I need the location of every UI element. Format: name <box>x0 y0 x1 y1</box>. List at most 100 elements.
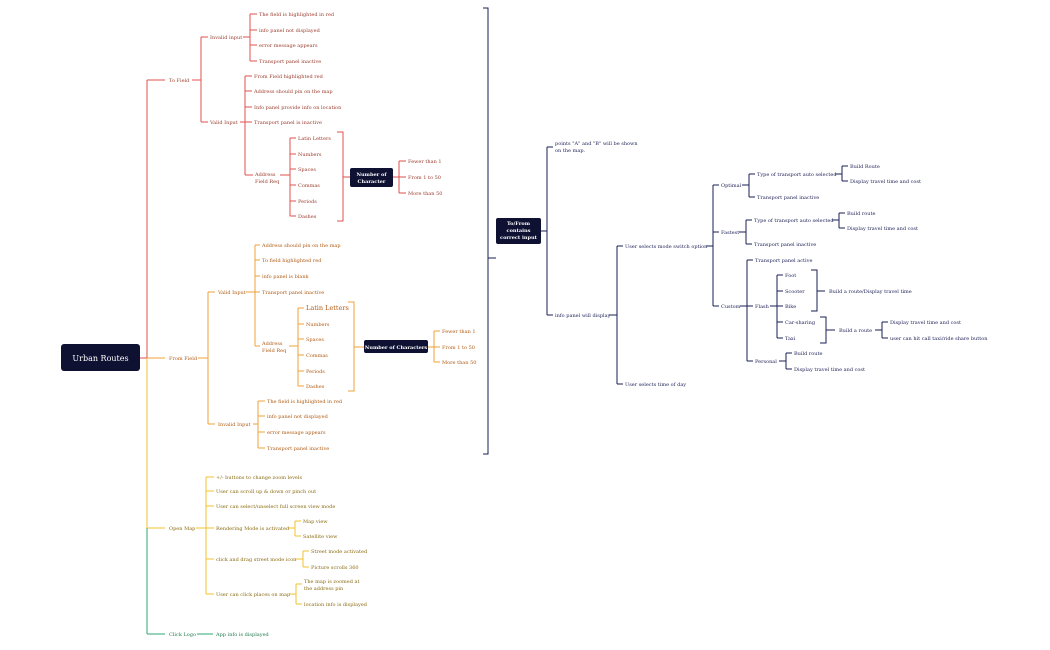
open-map-item: +/- buttons to change zoom levels <box>216 475 302 481</box>
flash-item: Scooter <box>785 289 805 295</box>
from-count-item: From 1 to 50 <box>442 345 475 351</box>
from-count-item: Fewer than 1 <box>442 329 476 335</box>
to-from-correct-input-node[interactable] <box>496 218 541 244</box>
personal-node[interactable]: Personal <box>755 359 777 365</box>
from-char-item: Commas <box>306 353 328 359</box>
to-number-of-character-node[interactable] <box>350 168 393 187</box>
from-field-node[interactable]: From Field <box>169 356 198 362</box>
flash-item: Car-sharing <box>785 320 816 326</box>
from-valid-item: Transport panel inactive <box>262 290 324 296</box>
flash-node[interactable]: Flash <box>755 304 770 310</box>
optimal-node[interactable]: Optimal <box>721 183 742 189</box>
places-item: The map is zoomed at <box>304 579 360 585</box>
to-invalid-input[interactable]: Invalid input <box>210 35 242 41</box>
build-display-item: Build a route/Display travel time <box>829 289 912 295</box>
open-map-item: User can scroll up & down or pinch out <box>216 489 316 495</box>
to-char-item: Dashes <box>298 214 317 220</box>
from-valid-input[interactable]: Valid Input <box>217 290 246 296</box>
fastest-node[interactable]: Fastest <box>721 230 739 236</box>
transport-active-item: Transport panel active <box>755 258 812 264</box>
to-char-item: Latin Letters <box>298 136 331 142</box>
from-invalid-item: info panel not displayed <box>267 414 329 420</box>
to-valid-input[interactable]: Valid Input <box>209 120 238 126</box>
fastest-sub-item: Build route <box>847 211 876 217</box>
from-address-req[interactable]: Address <box>261 341 283 347</box>
from-char-item: Spaces <box>306 337 324 343</box>
from-address-req[interactable]: Field Req <box>262 348 287 354</box>
optimal-item: Transport panel inactive <box>757 195 819 201</box>
build-route-item: user can hit call taxi/ride share button <box>890 336 988 342</box>
from-valid-item: info panel is blank <box>262 274 310 280</box>
to-char-item: Commas <box>298 183 320 189</box>
from-valid-item: Address should pin on the map <box>261 243 341 249</box>
street-item: Street mode activated <box>311 549 368 555</box>
optimal-sub-item: Build Route <box>850 164 880 170</box>
from-invalid-input[interactable]: Invalid Input <box>218 422 251 428</box>
places-item: location info is displayed <box>304 602 368 608</box>
flash-item: Taxi <box>785 336 796 342</box>
rendering-item: Satellite view <box>303 534 338 540</box>
fastest-sub-item: Display travel time and cost <box>847 226 918 232</box>
from-invalid-item: Transport panel inactive <box>267 446 329 452</box>
places-item: the address pin <box>304 586 344 592</box>
from-count-item: More than 50 <box>442 360 476 366</box>
info-panel-node[interactable]: info panel will display <box>555 313 611 319</box>
to-invalid-item: Transport panel inactive <box>259 59 321 65</box>
flash-item: Bike <box>785 304 796 310</box>
to-invalid-item: The field is highlighted in red <box>259 12 335 18</box>
to-valid-item: Transport panel is inactive <box>254 120 322 126</box>
to-field-node[interactable]: To Field <box>169 78 190 84</box>
to-address-req[interactable]: Address <box>254 172 276 178</box>
from-number-of-characters-node[interactable] <box>364 340 428 353</box>
build-route-item: Display travel time and cost <box>890 320 961 326</box>
build-route-node[interactable]: Build a route <box>839 328 872 334</box>
personal-item: Display travel time and cost <box>794 367 865 373</box>
rendering-mode-node[interactable]: Rendering Mode is activated <box>216 526 290 532</box>
from-char-item: Latin Letters <box>306 304 349 312</box>
points-node: points "A" and "B" will be shown <box>555 141 638 147</box>
custom-node[interactable]: Custom <box>721 304 741 310</box>
from-char-item: Periods <box>306 369 325 375</box>
optimal-sub-item: Display travel time and cost <box>850 179 921 185</box>
to-valid-item: Info panel provide info on location <box>254 105 342 111</box>
center-box-label: contains <box>507 228 531 234</box>
to-address-req[interactable]: Field Req <box>255 179 280 185</box>
from-number-box-label: Number of Characters <box>365 345 428 351</box>
fastest-item: Transport panel inactive <box>754 242 816 248</box>
to-char-item: Numbers <box>298 152 322 158</box>
open-map-node[interactable]: Open Map <box>169 526 195 532</box>
to-valid-item: From Field highlighted red <box>254 74 324 80</box>
to-number-box-label: Character <box>358 179 386 185</box>
from-valid-item: To field highlighted red <box>262 258 322 264</box>
to-valid-item: Address should pin on the map <box>253 89 333 95</box>
to-char-item: Periods <box>298 199 317 205</box>
to-count-item: Fewer than 1 <box>408 159 442 165</box>
from-char-item: Numbers <box>306 322 330 328</box>
rendering-item: Map view <box>303 519 328 525</box>
click-logo-item: App info is displayed <box>215 632 270 638</box>
fastest-item: Type of transport auto selected <box>754 218 834 224</box>
center-box-label: To/From <box>507 221 531 227</box>
to-count-item: From 1 to 50 <box>408 175 441 181</box>
from-char-item: Dashes <box>306 384 325 390</box>
to-invalid-item: info panel not displayed <box>259 28 321 34</box>
open-map-item: User can select/unselect full screen vie… <box>216 504 335 510</box>
mode-switch-node[interactable]: User selects mode switch option <box>625 244 708 250</box>
center-box-label: correct input <box>500 235 538 241</box>
from-invalid-item: error message appears <box>267 430 326 436</box>
click-logo-node[interactable]: Click Logo <box>169 632 196 638</box>
to-invalid-item: error message appears <box>259 43 318 49</box>
root-node[interactable] <box>61 344 140 371</box>
click-places-node[interactable]: User can click places on map <box>216 592 290 598</box>
to-count-item: More than 50 <box>408 191 442 197</box>
to-char-item: Spaces <box>298 167 316 173</box>
from-invalid-item: The field is highlighted in red <box>267 399 343 405</box>
street-mode-node[interactable]: click and drag street mode icon <box>216 557 297 563</box>
personal-item: Build route <box>794 351 823 357</box>
time-of-day-node[interactable]: User selects time of day <box>625 382 686 388</box>
optimal-item: Type of transport auto selected <box>757 172 837 178</box>
street-item: Picture scrolls 360 <box>311 565 359 571</box>
root-label: Urban Routes <box>72 354 128 363</box>
